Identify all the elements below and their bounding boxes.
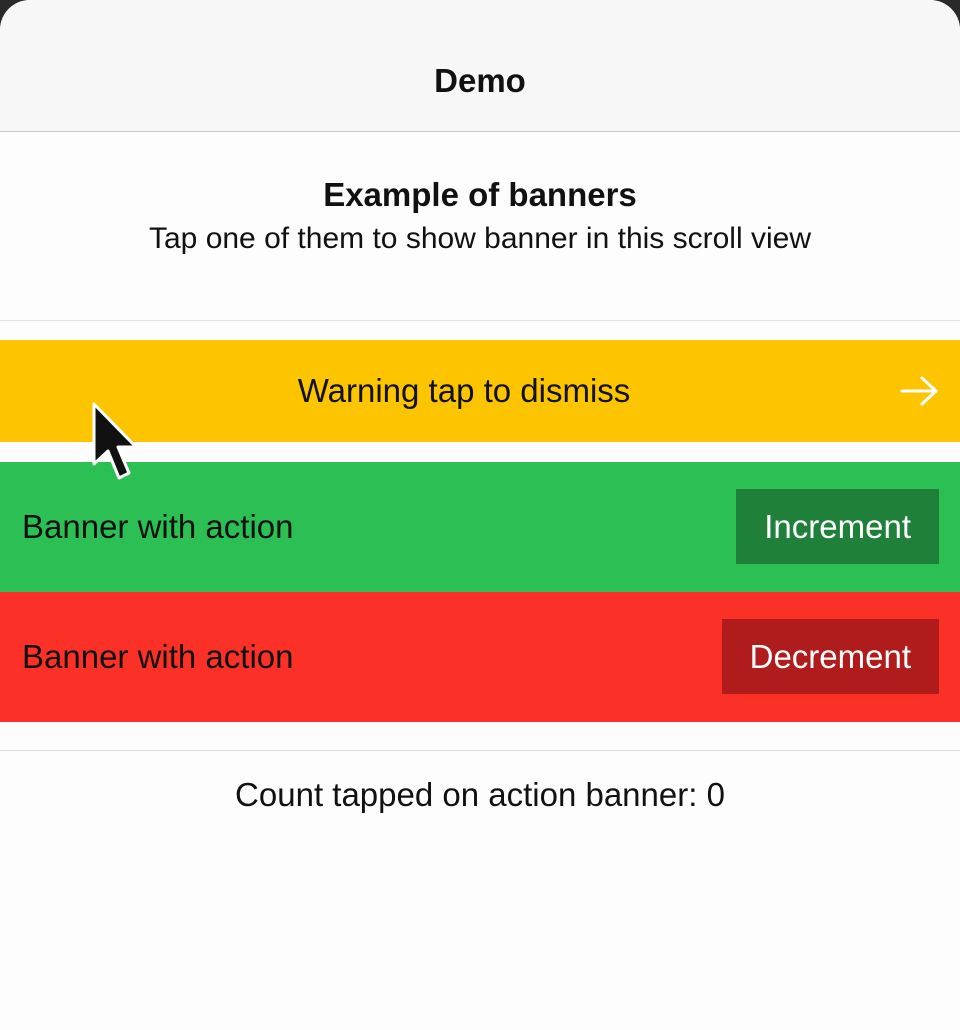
warning-banner[interactable]: Warning tap to dismiss [0, 340, 960, 442]
decrement-button[interactable]: Decrement [721, 619, 939, 694]
banner-label: Banner with action [22, 508, 294, 545]
header-title: Example of banners [323, 176, 637, 213]
increment-button[interactable]: Increment [736, 489, 939, 564]
action-banner-increment: Banner with action Increment [0, 462, 960, 592]
arrow-right-icon [900, 376, 938, 406]
mouse-pointer-icon [92, 402, 138, 480]
banner-label: Banner with action [22, 638, 294, 675]
header-subtitle: Tap one of them to show banner in this s… [148, 222, 811, 255]
section-header: Example of banners Tap one of them to sh… [0, 132, 960, 321]
nav-title: Demo [434, 62, 526, 99]
warning-banner-label: Warning tap to dismiss [297, 372, 631, 409]
tap-counter: Count tapped on action banner: 0 [235, 776, 725, 813]
navigation-bar: Demo [0, 0, 960, 132]
divider [0, 750, 960, 751]
action-banner-decrement: Banner with action Decrement [0, 592, 960, 722]
